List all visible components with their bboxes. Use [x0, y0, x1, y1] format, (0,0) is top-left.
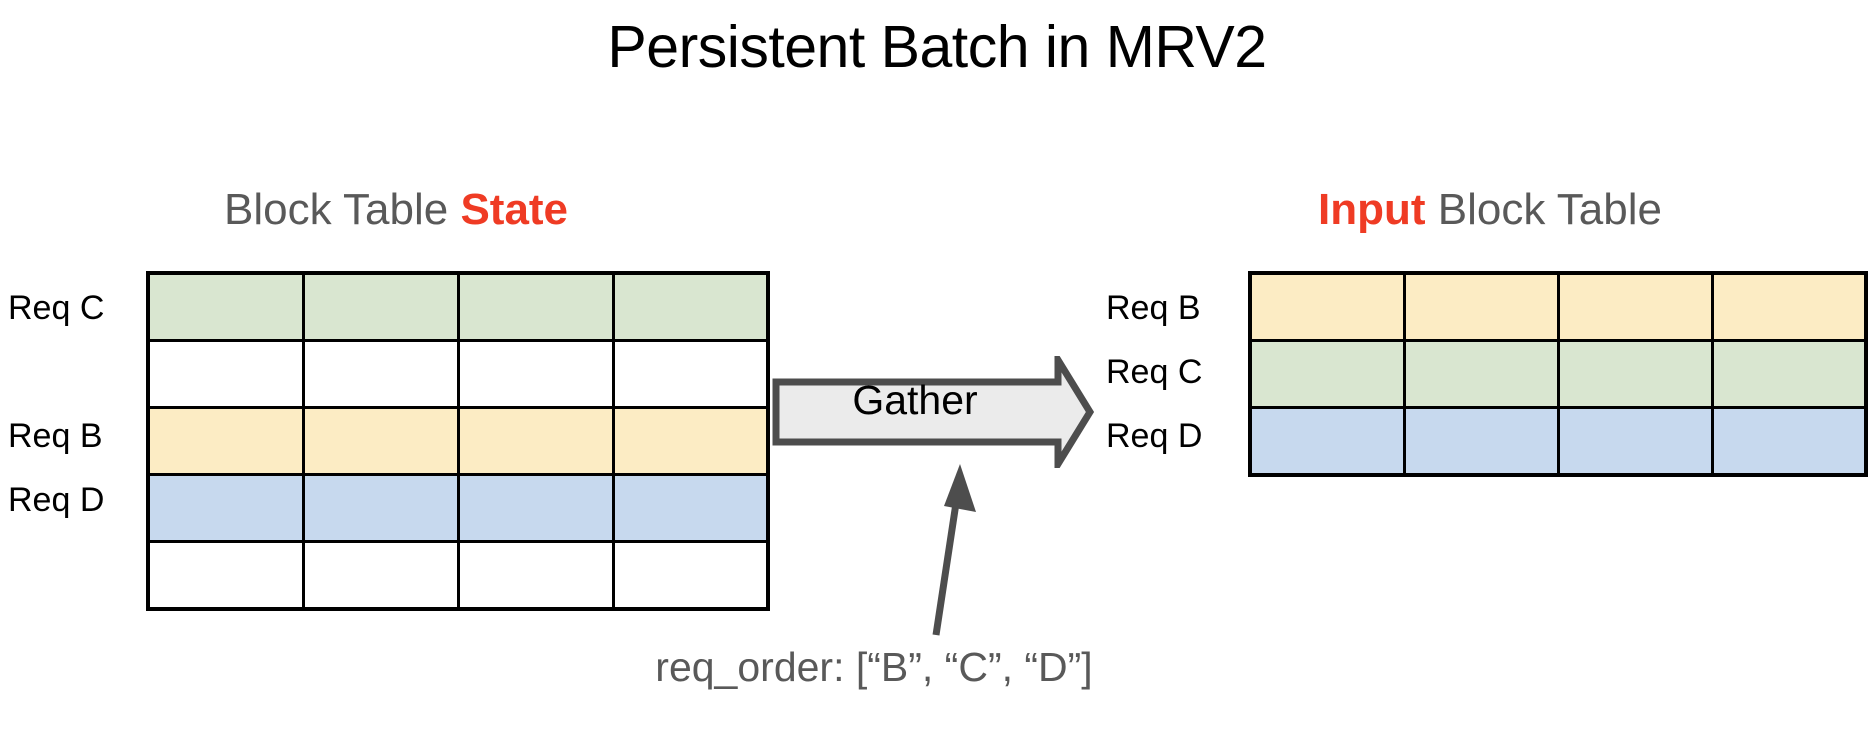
state-row-label-0: Req C [8, 289, 105, 327]
state-cell-r0c3 [611, 271, 770, 342]
state-row-label-3: Req D [8, 481, 105, 519]
input-block-table [1248, 271, 1868, 477]
gather-arrow-icon [772, 356, 1094, 468]
input-cell-r1c3 [1710, 339, 1868, 409]
table-row [1248, 339, 1868, 409]
input-cell-r0c3 [1710, 271, 1868, 342]
state-cell-r1c2 [456, 339, 615, 409]
input-cell-r1c2 [1556, 339, 1714, 409]
gather-label: Gather [852, 377, 978, 423]
input-row-label-0: Req B [1106, 289, 1201, 327]
table-row [146, 540, 770, 611]
input-cell-r0c1 [1402, 271, 1560, 342]
block-table-state [146, 271, 770, 611]
table-row [146, 271, 770, 342]
state-cell-r0c0 [146, 271, 305, 342]
table-row [146, 406, 770, 476]
state-cell-r3c0 [146, 473, 305, 543]
table-row [146, 473, 770, 543]
heading-right-accent: Input [1318, 185, 1426, 234]
input-cell-r2c0 [1248, 406, 1406, 477]
state-cell-r2c2 [456, 406, 615, 476]
state-cell-r4c2 [456, 540, 615, 611]
input-cell-r2c2 [1556, 406, 1714, 477]
heading-left-prefix: Block Table [224, 185, 461, 234]
state-cell-r1c0 [146, 339, 305, 409]
input-row-label-2: Req D [1106, 417, 1203, 455]
state-cell-r4c1 [301, 540, 460, 611]
input-cell-r1c0 [1248, 339, 1406, 409]
req-order-caption: req_order: [“B”, “C”, “D”] [655, 644, 1093, 690]
heading-right-suffix: Block Table [1425, 185, 1662, 234]
state-cell-r1c1 [301, 339, 460, 409]
input-cell-r1c1 [1402, 339, 1560, 409]
input-cell-r0c2 [1556, 271, 1714, 342]
state-cell-r0c2 [456, 271, 615, 342]
state-cell-r1c3 [611, 339, 770, 409]
state-cell-r4c3 [611, 540, 770, 611]
input-row-label-1: Req C [1106, 353, 1203, 391]
input-cell-r2c1 [1402, 406, 1560, 477]
state-cell-r2c1 [301, 406, 460, 476]
input-cell-r0c0 [1248, 271, 1406, 342]
table-row [146, 339, 770, 409]
state-cell-r3c1 [301, 473, 460, 543]
state-row-label-2: Req B [8, 417, 103, 455]
state-cell-r0c1 [301, 271, 460, 342]
state-cell-r2c3 [611, 406, 770, 476]
input-block-table-heading: Input Block Table [1318, 185, 1662, 234]
table-row [1248, 406, 1868, 477]
callout-pointer-arrow-icon [900, 450, 1040, 640]
table-row [1248, 271, 1868, 342]
input-cell-r2c3 [1710, 406, 1868, 477]
state-cell-r3c3 [611, 473, 770, 543]
state-cell-r3c2 [456, 473, 615, 543]
state-cell-r2c0 [146, 406, 305, 476]
state-cell-r4c0 [146, 540, 305, 611]
block-table-state-heading: Block Table State [224, 185, 569, 234]
page-title: Persistent Batch in MRV2 [607, 14, 1267, 80]
heading-left-accent: State [460, 185, 569, 234]
